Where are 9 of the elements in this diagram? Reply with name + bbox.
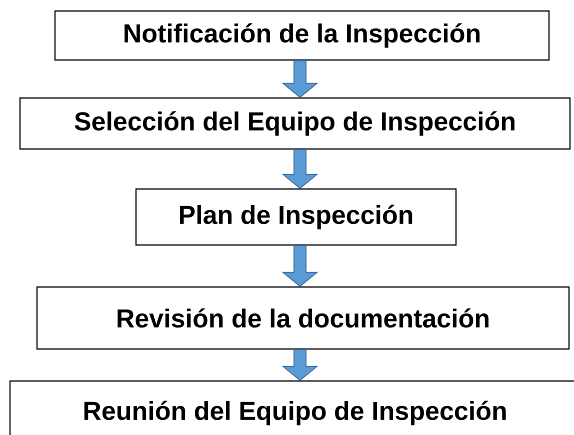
block-arrow (282, 149, 318, 190)
block-arrow (282, 60, 318, 98)
process-box: Revisión de la documentación (36, 286, 570, 350)
process-box: Selección del Equipo de Inspección (19, 97, 571, 150)
process-box: Plan de Inspección (135, 188, 457, 246)
block-arrow (282, 245, 318, 288)
block-arrow (282, 349, 318, 382)
process-box: Reunión del Equipo de Inspección (9, 380, 574, 435)
process-box: Notificación de la Inspección (54, 10, 550, 61)
